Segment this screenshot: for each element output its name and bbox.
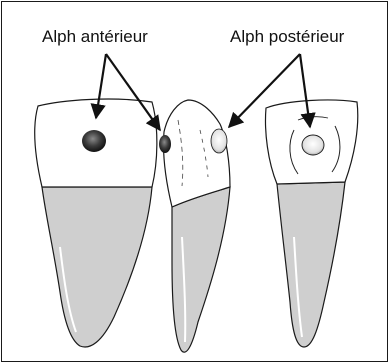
side-spot-light xyxy=(211,129,227,153)
label-alph-anterieur: Alph antérieur xyxy=(42,27,148,46)
tooth-left xyxy=(35,99,157,347)
side-spot-dark xyxy=(159,135,171,153)
tooth-right xyxy=(265,100,357,347)
label-alph-posterieur: Alph postérieur xyxy=(230,27,345,46)
tooth-left-root xyxy=(42,187,152,347)
tooth-middle-root xyxy=(172,187,230,352)
tooth-right-root xyxy=(277,182,345,347)
alph-anterieur-spot xyxy=(82,130,106,152)
alph-posterieur-spot xyxy=(302,135,324,155)
tooth-middle xyxy=(159,100,230,352)
